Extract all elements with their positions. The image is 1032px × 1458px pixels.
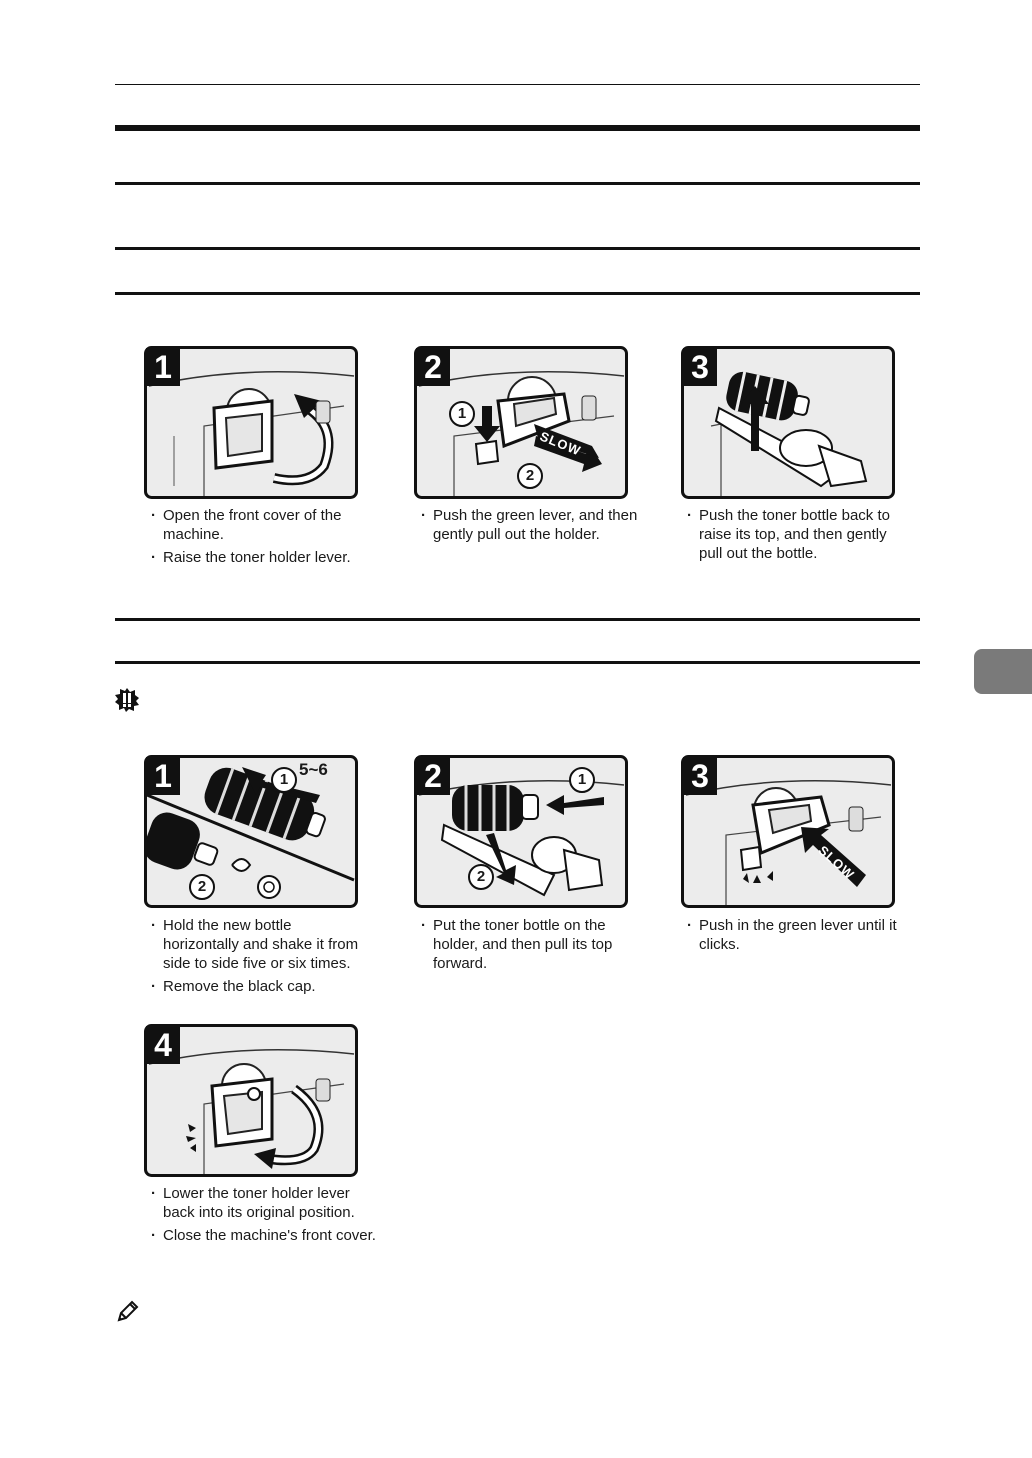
insert-step-2-caption: Put the toner bottle on the holder, and … bbox=[418, 916, 638, 977]
insert-step-1-caption: Hold the new bottle horizontally and sha… bbox=[148, 916, 368, 1000]
section-rule-5 bbox=[115, 661, 920, 664]
bullet: Raise the toner holder lever. bbox=[148, 548, 373, 567]
remove-step-2-illustration: 2 1 2 SLOW bbox=[414, 346, 628, 499]
bullet: Push in the green lever until it clicks. bbox=[684, 916, 904, 954]
section-rule-4 bbox=[115, 618, 920, 621]
pencil-note-icon bbox=[115, 1300, 139, 1324]
insert-step-4-illustration: 4 bbox=[144, 1024, 358, 1177]
bullet: Open the front cover of the machine. bbox=[148, 506, 373, 544]
marker-2: 2 bbox=[189, 874, 215, 900]
step-number: 3 bbox=[683, 348, 717, 386]
chapter-thumb-tab bbox=[974, 649, 1032, 694]
section-rule-1 bbox=[115, 182, 920, 185]
remove-step-1-caption: Open the front cover of the machine. Rai… bbox=[148, 506, 373, 571]
important-icon bbox=[115, 688, 139, 712]
step-number: 2 bbox=[416, 757, 450, 795]
marker-1: 1 bbox=[569, 767, 595, 793]
step-number: 3 bbox=[683, 757, 717, 795]
step-number: 2 bbox=[416, 348, 450, 386]
bullet: Put the toner bottle on the holder, and … bbox=[418, 916, 638, 973]
remove-step-3-caption: Push the toner bottle back to raise its … bbox=[684, 506, 899, 567]
insert-step-2-illustration: 2 1 2 bbox=[414, 755, 628, 908]
bullet: Hold the new bottle horizontally and sha… bbox=[148, 916, 368, 973]
step-number: 1 bbox=[146, 757, 180, 795]
shake-count: 5~6 bbox=[299, 760, 328, 780]
header-rule bbox=[115, 84, 920, 85]
section-rule-2 bbox=[115, 247, 920, 250]
marker-1: 1 bbox=[449, 401, 475, 427]
bullet: Lower the toner holder lever back into i… bbox=[148, 1184, 383, 1222]
marker-2: 2 bbox=[468, 864, 494, 890]
section-rule-3 bbox=[115, 292, 920, 295]
remove-step-3-illustration: 3 bbox=[681, 346, 895, 499]
marker-2: 2 bbox=[517, 463, 543, 489]
bullet: Push the green lever, and then gently pu… bbox=[418, 506, 643, 544]
insert-step-3-caption: Push in the green lever until it clicks. bbox=[684, 916, 904, 958]
chapter-title-rule bbox=[115, 125, 920, 131]
bullet: Remove the black cap. bbox=[148, 977, 368, 996]
bullet: Push the toner bottle back to raise its … bbox=[684, 506, 899, 563]
remove-step-2-caption: Push the green lever, and then gently pu… bbox=[418, 506, 643, 548]
insert-step-1-illustration: 1 1 5~6 2 bbox=[144, 755, 358, 908]
bullet: Close the machine's front cover. bbox=[148, 1226, 383, 1245]
insert-step-3-illustration: 3 SLOW bbox=[681, 755, 895, 908]
step-number: 4 bbox=[146, 1026, 180, 1064]
remove-step-1-illustration: 1 bbox=[144, 346, 358, 499]
marker-1: 1 bbox=[271, 767, 297, 793]
insert-step-4-caption: Lower the toner holder lever back into i… bbox=[148, 1184, 383, 1249]
step-number: 1 bbox=[146, 348, 180, 386]
